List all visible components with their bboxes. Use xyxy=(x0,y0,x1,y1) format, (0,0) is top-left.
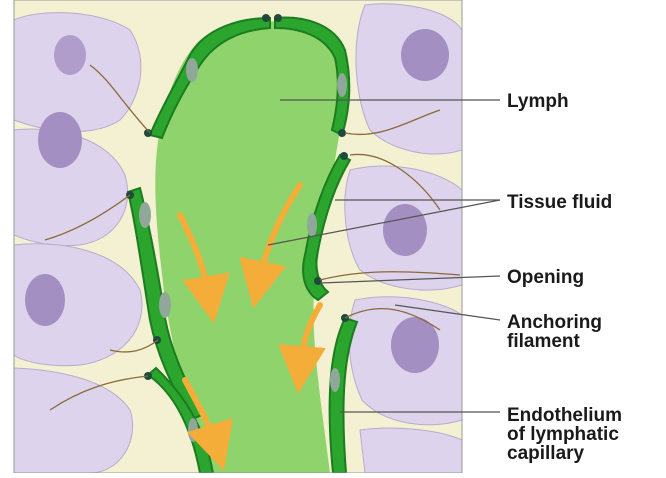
endothelial-nucleus xyxy=(188,418,198,442)
cell-nucleus xyxy=(54,35,86,75)
cell-nucleus xyxy=(383,204,427,256)
endothelial-nucleus xyxy=(330,368,340,392)
label-endothelium: Endothelium of lymphatic capillary xyxy=(507,406,622,463)
cell-nucleus xyxy=(38,112,82,168)
label-tissue-fluid: Tissue fluid xyxy=(507,193,612,212)
endothelial-nucleus xyxy=(307,213,317,237)
endothelial-nucleus xyxy=(159,292,171,318)
endothelial-nucleus xyxy=(186,58,198,82)
label-anchoring-filament: Anchoring filament xyxy=(507,313,602,351)
label-opening: Opening xyxy=(507,268,584,287)
label-lymph: Lymph xyxy=(507,92,569,111)
cell-nucleus xyxy=(25,274,65,326)
cell-nucleus xyxy=(401,29,449,81)
endothelial-nucleus xyxy=(337,73,347,97)
endothelial-nucleus xyxy=(139,202,151,228)
